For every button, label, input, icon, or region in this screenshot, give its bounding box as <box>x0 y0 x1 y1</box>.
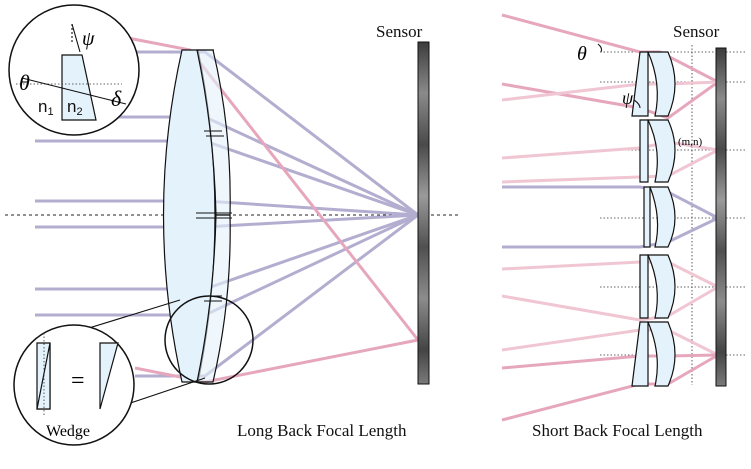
n2-sub: 2 <box>76 106 82 118</box>
sensor-left <box>417 41 430 385</box>
delta-symbol: δ <box>111 86 122 111</box>
microlens-stack <box>631 51 676 387</box>
inset-refraction: ψ θ δ n1 n2 <box>8 4 140 136</box>
n2-label: n <box>67 97 76 116</box>
psi-symbol-top: ψ <box>82 28 95 50</box>
zoom-circle <box>164 295 254 385</box>
right-panel: Sensor θ ψ (m,n) Short Back Focal Length <box>501 13 745 440</box>
caption-left: Long Back Focal Length <box>237 421 407 440</box>
svg-text:n2: n2 <box>67 97 83 118</box>
n1-label: n <box>38 97 47 116</box>
equals-sign: = <box>71 368 85 394</box>
sensor-right-label: Sensor <box>673 22 720 41</box>
rays-right <box>501 13 719 422</box>
psi-symbol-right: ψ <box>622 88 634 108</box>
left-panel: Sensor ψ θ δ n1 n2 = Wedge L <box>5 4 458 446</box>
svg-text:n1: n1 <box>38 97 54 118</box>
prism-array <box>196 49 232 383</box>
theta-symbol-right: θ <box>577 43 587 65</box>
sensor-right <box>715 47 727 387</box>
wedge-caption: Wedge <box>46 423 90 440</box>
mn-label: (m,n) <box>678 136 702 148</box>
n1-sub: 1 <box>47 106 53 118</box>
sensor-left-label: Sensor <box>376 22 423 41</box>
inset-wedge: = Wedge <box>13 324 135 446</box>
caption-right: Short Back Focal Length <box>532 421 703 440</box>
theta-symbol-left: θ <box>19 70 30 95</box>
